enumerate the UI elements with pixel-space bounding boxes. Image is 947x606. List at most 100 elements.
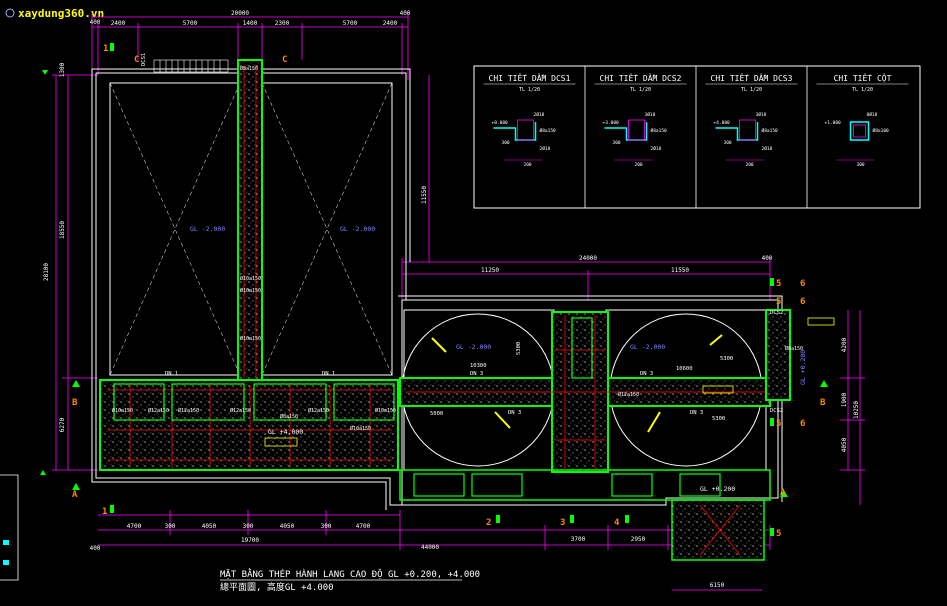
grid-mark-5-bottom [770,528,774,536]
detail-stirrup: Ø8a150 [540,127,557,134]
detail-top: 8Ø18 [867,111,878,118]
rebar-note-v1: Ø10a150 [240,275,261,282]
dim-right-block-overall: 24000 [579,255,597,262]
detail-top: 2Ø18 [534,111,545,118]
grid-label-c-right: C [282,55,287,65]
tank-dimensions: 5300 5300 5000 10600 10300 5300 [430,342,733,422]
tank-span-mid: 10300 [470,363,487,369]
detail-title: CHI TIẾT CỘT [834,72,892,83]
dim-top-left-margin: 400 [90,19,101,26]
right-wall-slab [765,309,791,401]
detail-bottom: 2Ø18 [762,145,773,152]
rebar-note-c2: Ø8a150 [785,345,803,352]
rebar-note-v4: Ø10a150 [240,335,261,342]
bottom-walkway [399,469,771,501]
corridor-slab-left [99,379,399,471]
rebar-lines [108,65,765,556]
grid-label-bottom-1: 1 [102,507,107,517]
beam-dcs1: DCS1 [141,53,147,66]
grid-label-bottom-4: 4 [614,518,620,528]
detail-column-section [849,121,870,141]
dim-bottom-overall: 44000 [421,544,439,551]
detail-level: +3.000 [603,120,620,126]
grid-mark-bottom-3 [570,515,574,523]
dim-right-block-seg-2: 11550 [671,267,689,274]
grid-label-bottom-2: 2 [486,518,491,528]
grid-label-5-mid: 5 [776,297,781,307]
grid-label-6-low: 6 [800,419,805,429]
grid-arrow-bottom-left [40,470,46,475]
detail-bottom: 2Ø18 [540,145,551,152]
grid-label-6-mid: 6 [800,297,805,307]
detail-width: 200 [746,162,754,168]
level-circle-right: GL -2.000 [630,343,665,351]
detail-section [715,122,759,141]
grating [153,59,229,73]
detail-scale: TL 1/20 [630,87,651,93]
beam-dn1-left: DN 1 [165,371,178,377]
grid-label-a-right: A [780,488,786,498]
grid-arrow-a-left [72,483,80,490]
detail-width: 300 [857,162,865,168]
grid-label-a-left: A [72,490,78,500]
grid-markers [40,43,828,536]
title-vietnamese: MẶT BẰNG THÉP HÀNH LANG CAO ĐỘ GL +0.200… [220,568,480,580]
beam-dn3-right: DN 3 [640,371,653,377]
stair-slab [671,499,765,561]
beam-dn1-right: DN 1 [322,371,335,377]
dim-top-seg-5: 5700 [343,20,358,27]
beam-dn3-low: DN 3 [690,410,703,416]
level-circle-left: GL -2.000 [456,343,491,351]
level-right-room: GL -2.000 [340,225,375,233]
beam-dn3-left: DN 3 [470,371,483,377]
dimension-lines [52,13,865,591]
dim-top-seg-2: 5700 [183,20,198,27]
grid-label-c-left: C [134,55,139,65]
beam-dn3-mid: DN 3 [508,410,521,416]
rebar-note-a2: Ø12a150 [148,407,169,414]
detail-stirrup: Ø8a150 [651,127,668,134]
grid-label-bottom-3: 3 [560,518,565,528]
detail-stirrup: Ø8a100 [873,127,890,134]
grid-label-b-right: B [820,398,826,408]
dim-right-overall: 10250 [853,401,860,419]
rebar-note-a4: Ø12a150 [308,407,329,414]
detail-table-frame [473,65,921,209]
rebar-note-a3: Ø12a150 [230,407,251,414]
dim-bottom-r1-4: 300 [243,523,254,530]
tank-radius-left: 5300 [516,342,522,355]
grid-mark-bottom-4 [625,515,629,523]
level-right-wall: GL +0.200 [799,350,807,385]
dim-top-overall: 20000 [231,10,249,17]
detail-height: 300 [502,140,510,146]
dim-bottom-left-margin: 400 [90,545,101,552]
dim-right-seg-2: 1900 [841,392,848,407]
grid-mark-5-low [770,418,774,426]
dim-left-top: 1300 [59,62,66,77]
grid-labels: 1 C C B A B A 1 2 3 4 5 5 6 5 6 5 6 [72,44,826,539]
grid-mark-top-1 [110,43,114,51]
building-outline [91,68,783,510]
detail-height: 300 [613,140,621,146]
walkway-slab-top [237,59,263,381]
dim-top-right-margin: 400 [400,10,411,17]
level-corridor: GL +4.000 [268,428,303,436]
dim-right-seg-1: 4200 [841,337,848,352]
dim-bottom-r2-3: 2950 [631,536,646,543]
grid-mark-5-top [770,278,774,286]
grid-label-5-top: 5 [776,279,781,289]
grid-label-b-left: B [72,398,78,408]
detail-scale: TL 1/20 [519,87,540,93]
rebar-note-v3: Ø8a150 [240,65,258,72]
detail-table [473,65,921,209]
grid-label-6-top: 6 [800,279,805,289]
grid-label-bottom-5: 5 [776,529,781,539]
title-chinese: 總平面圖, 高度GL +4.000 [220,581,334,593]
dim-top-seg-4: 2300 [275,20,290,27]
tank-radius-right: 5300 [720,356,733,362]
grid-mark-bottom-2 [496,515,500,523]
detail-section [493,122,537,141]
